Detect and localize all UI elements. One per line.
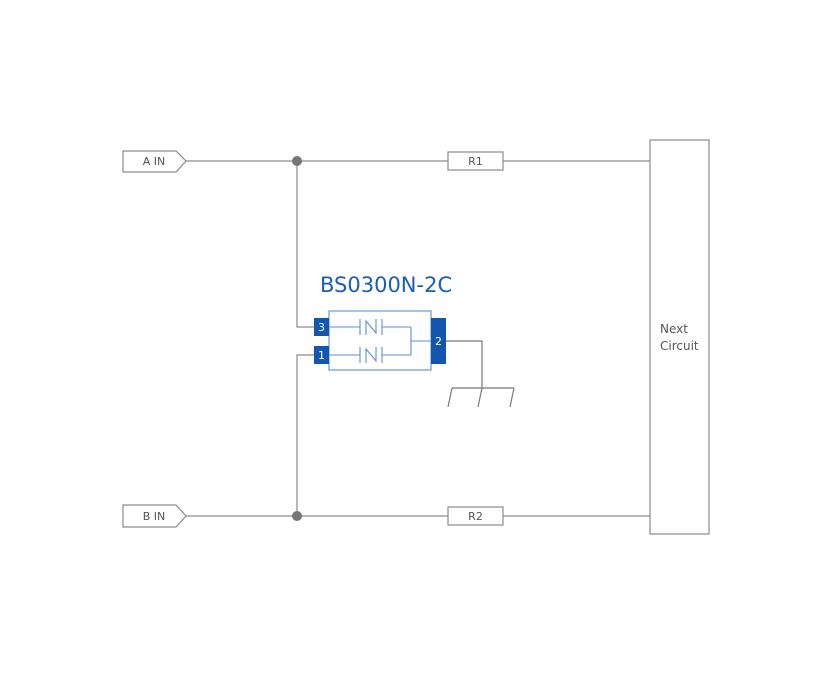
- thyristor-lower-icon: [359, 347, 383, 363]
- pin-3-pad: [314, 318, 329, 336]
- resistor-r2: R2: [447, 506, 504, 526]
- junction-node-b: [292, 511, 302, 521]
- pin1-wire: [296, 354, 314, 516]
- resistor-r1: R1: [447, 151, 504, 171]
- tss-device: 3 1 2: [314, 310, 446, 371]
- r2-body: [447, 506, 504, 526]
- pin-1-label: 1: [318, 349, 325, 362]
- ground-icon: [446, 340, 515, 408]
- junction-node-a: [292, 156, 302, 166]
- r2-label: R2: [468, 510, 483, 523]
- a-in-label: A IN: [143, 155, 166, 168]
- b-in-label: B IN: [143, 510, 166, 523]
- r1-label: R1: [468, 155, 483, 168]
- pin-2-pad: [431, 318, 446, 364]
- next-circuit-block: Next Circuit: [649, 139, 710, 535]
- next-circuit-box: [649, 139, 710, 535]
- device-part-number: BS0300N-2C: [320, 273, 452, 297]
- pin3-wire: [296, 161, 314, 328]
- r1-body: [447, 151, 504, 171]
- ground-wire: [446, 340, 483, 388]
- a-in-connector: A IN: [122, 150, 187, 173]
- next-circuit-label-line2: Circuit: [660, 339, 699, 353]
- pin-2-label: 2: [435, 335, 442, 348]
- a-in-arrow-shape: [122, 150, 187, 173]
- pin-3-label: 3: [318, 321, 325, 334]
- b-in-arrow-shape: [122, 504, 187, 528]
- b-in-connector: B IN: [122, 504, 187, 528]
- thyristor-upper-icon: [359, 319, 383, 335]
- next-circuit-label-line1: Next: [660, 322, 688, 336]
- pin-1-pad: [314, 346, 329, 364]
